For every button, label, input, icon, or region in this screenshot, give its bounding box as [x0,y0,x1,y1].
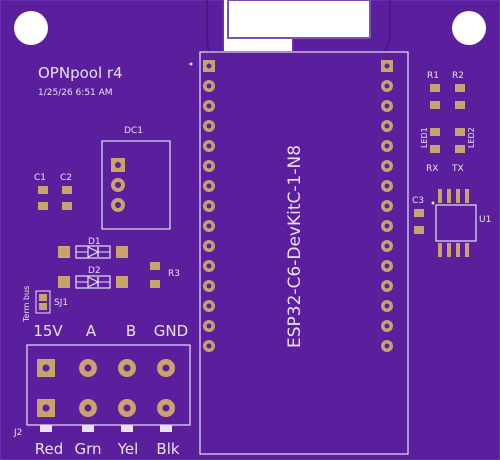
header-pin-hole [384,63,390,69]
c1-label: C1 [34,173,46,183]
header-pin-hole [384,283,390,289]
led1-pads [430,128,440,153]
c1-pads [38,186,48,210]
header-pin-hole [384,83,390,89]
module-label: ESP32-C6-DevKitC-1-N8 [285,145,305,348]
j2-pad-hole [84,364,92,372]
j2-bottom-label: Yel [117,440,139,458]
header-pin-hole [206,243,212,249]
header-pin-hole [206,303,212,309]
r3-label: R3 [168,269,180,279]
sj1-label: SJ1 [54,298,68,308]
j2-label: J2 [13,428,22,438]
header-pin-hole [206,263,212,269]
j2-pad-hole [162,364,170,372]
j2-top-label: 15V [33,322,63,340]
module-header-left [203,60,215,352]
module-header-right [381,60,393,352]
header-pin-hole [384,303,390,309]
j2-pad-hole [42,364,50,372]
header-pin-hole [206,63,212,69]
header-pin-hole [384,103,390,109]
header-pin-hole [384,263,390,269]
c2-label: C2 [60,173,72,183]
header-pin-hole [206,343,212,349]
header-pin-hole [206,123,212,129]
j2-pad-hole [123,404,131,412]
c3-label: C3 [412,196,424,206]
u1-label: U1 [479,215,491,225]
j2-top-label: GND [154,322,188,340]
j2-pad-hole [42,404,50,412]
led2-pads [455,128,465,153]
j2-tab [82,425,94,432]
header-pin-hole [384,343,390,349]
r3-pads [150,262,160,288]
dc1-pads [111,158,125,212]
header-pin-hole [384,243,390,249]
j2-outline [26,344,191,426]
board-datetime: 1/25/26 6:51 AM [38,88,113,98]
r2-pads [455,84,465,109]
header-pin-hole [384,163,390,169]
header-pin-hole [206,163,212,169]
rx-label: RX [426,164,438,174]
header-pin-hole [206,223,212,229]
j2-bottom-label: Blk [156,440,179,458]
mounting-hole-right [452,11,486,45]
j2-bottom-tabs [40,425,172,432]
sj1-jumper [35,290,51,314]
header-pin-hole [206,203,212,209]
header-pin-hole [384,323,390,329]
header-pin-hole [384,203,390,209]
led1-label: LED1 [420,127,429,148]
j2-pad-hole [84,404,92,412]
board-title: OPNpool r4 [38,64,123,82]
j2-tab [40,425,52,432]
r2-label: R2 [452,71,464,81]
header-pin-hole [206,283,212,289]
header-pin-hole [384,183,390,189]
usb-cutout [227,0,371,39]
header-pin-hole [206,83,212,89]
r1-pads [430,84,440,109]
header-pin-hole [206,183,212,189]
dc1-outline [101,140,171,230]
j2-top-label: B [126,322,136,340]
dc1-label: DC1 [124,126,143,136]
d1-label: D1 [88,237,101,247]
header-pin-hole [206,143,212,149]
term-bus-label: Term bus [22,286,31,323]
j2-tab [160,425,172,432]
d2-diode [58,275,128,289]
d1-diode [58,245,128,259]
led2-label: LED2 [467,127,476,148]
mounting-hole-left [14,11,48,45]
tx-label: TX [451,164,464,174]
d2-label: D2 [88,266,101,276]
header-pin-hole [384,223,390,229]
r1-label: R1 [427,71,439,81]
j2-pad-hole [123,364,131,372]
j2-pads [37,359,175,417]
header-pin-hole [384,123,390,129]
j2-pad-hole [162,404,170,412]
c2-pads [62,186,72,210]
header-pin-hole [206,323,212,329]
c3-pads [414,209,424,234]
u1-chip [431,189,477,257]
j2-bottom-label: Grn [74,440,101,458]
pin1-marker [189,62,193,66]
header-pin-hole [384,143,390,149]
j2-bottom-label: Red [35,440,64,458]
j2-top-label: A [86,322,97,340]
j2-tab [121,425,133,432]
header-pin-hole [206,103,212,109]
module-outline [199,51,409,455]
